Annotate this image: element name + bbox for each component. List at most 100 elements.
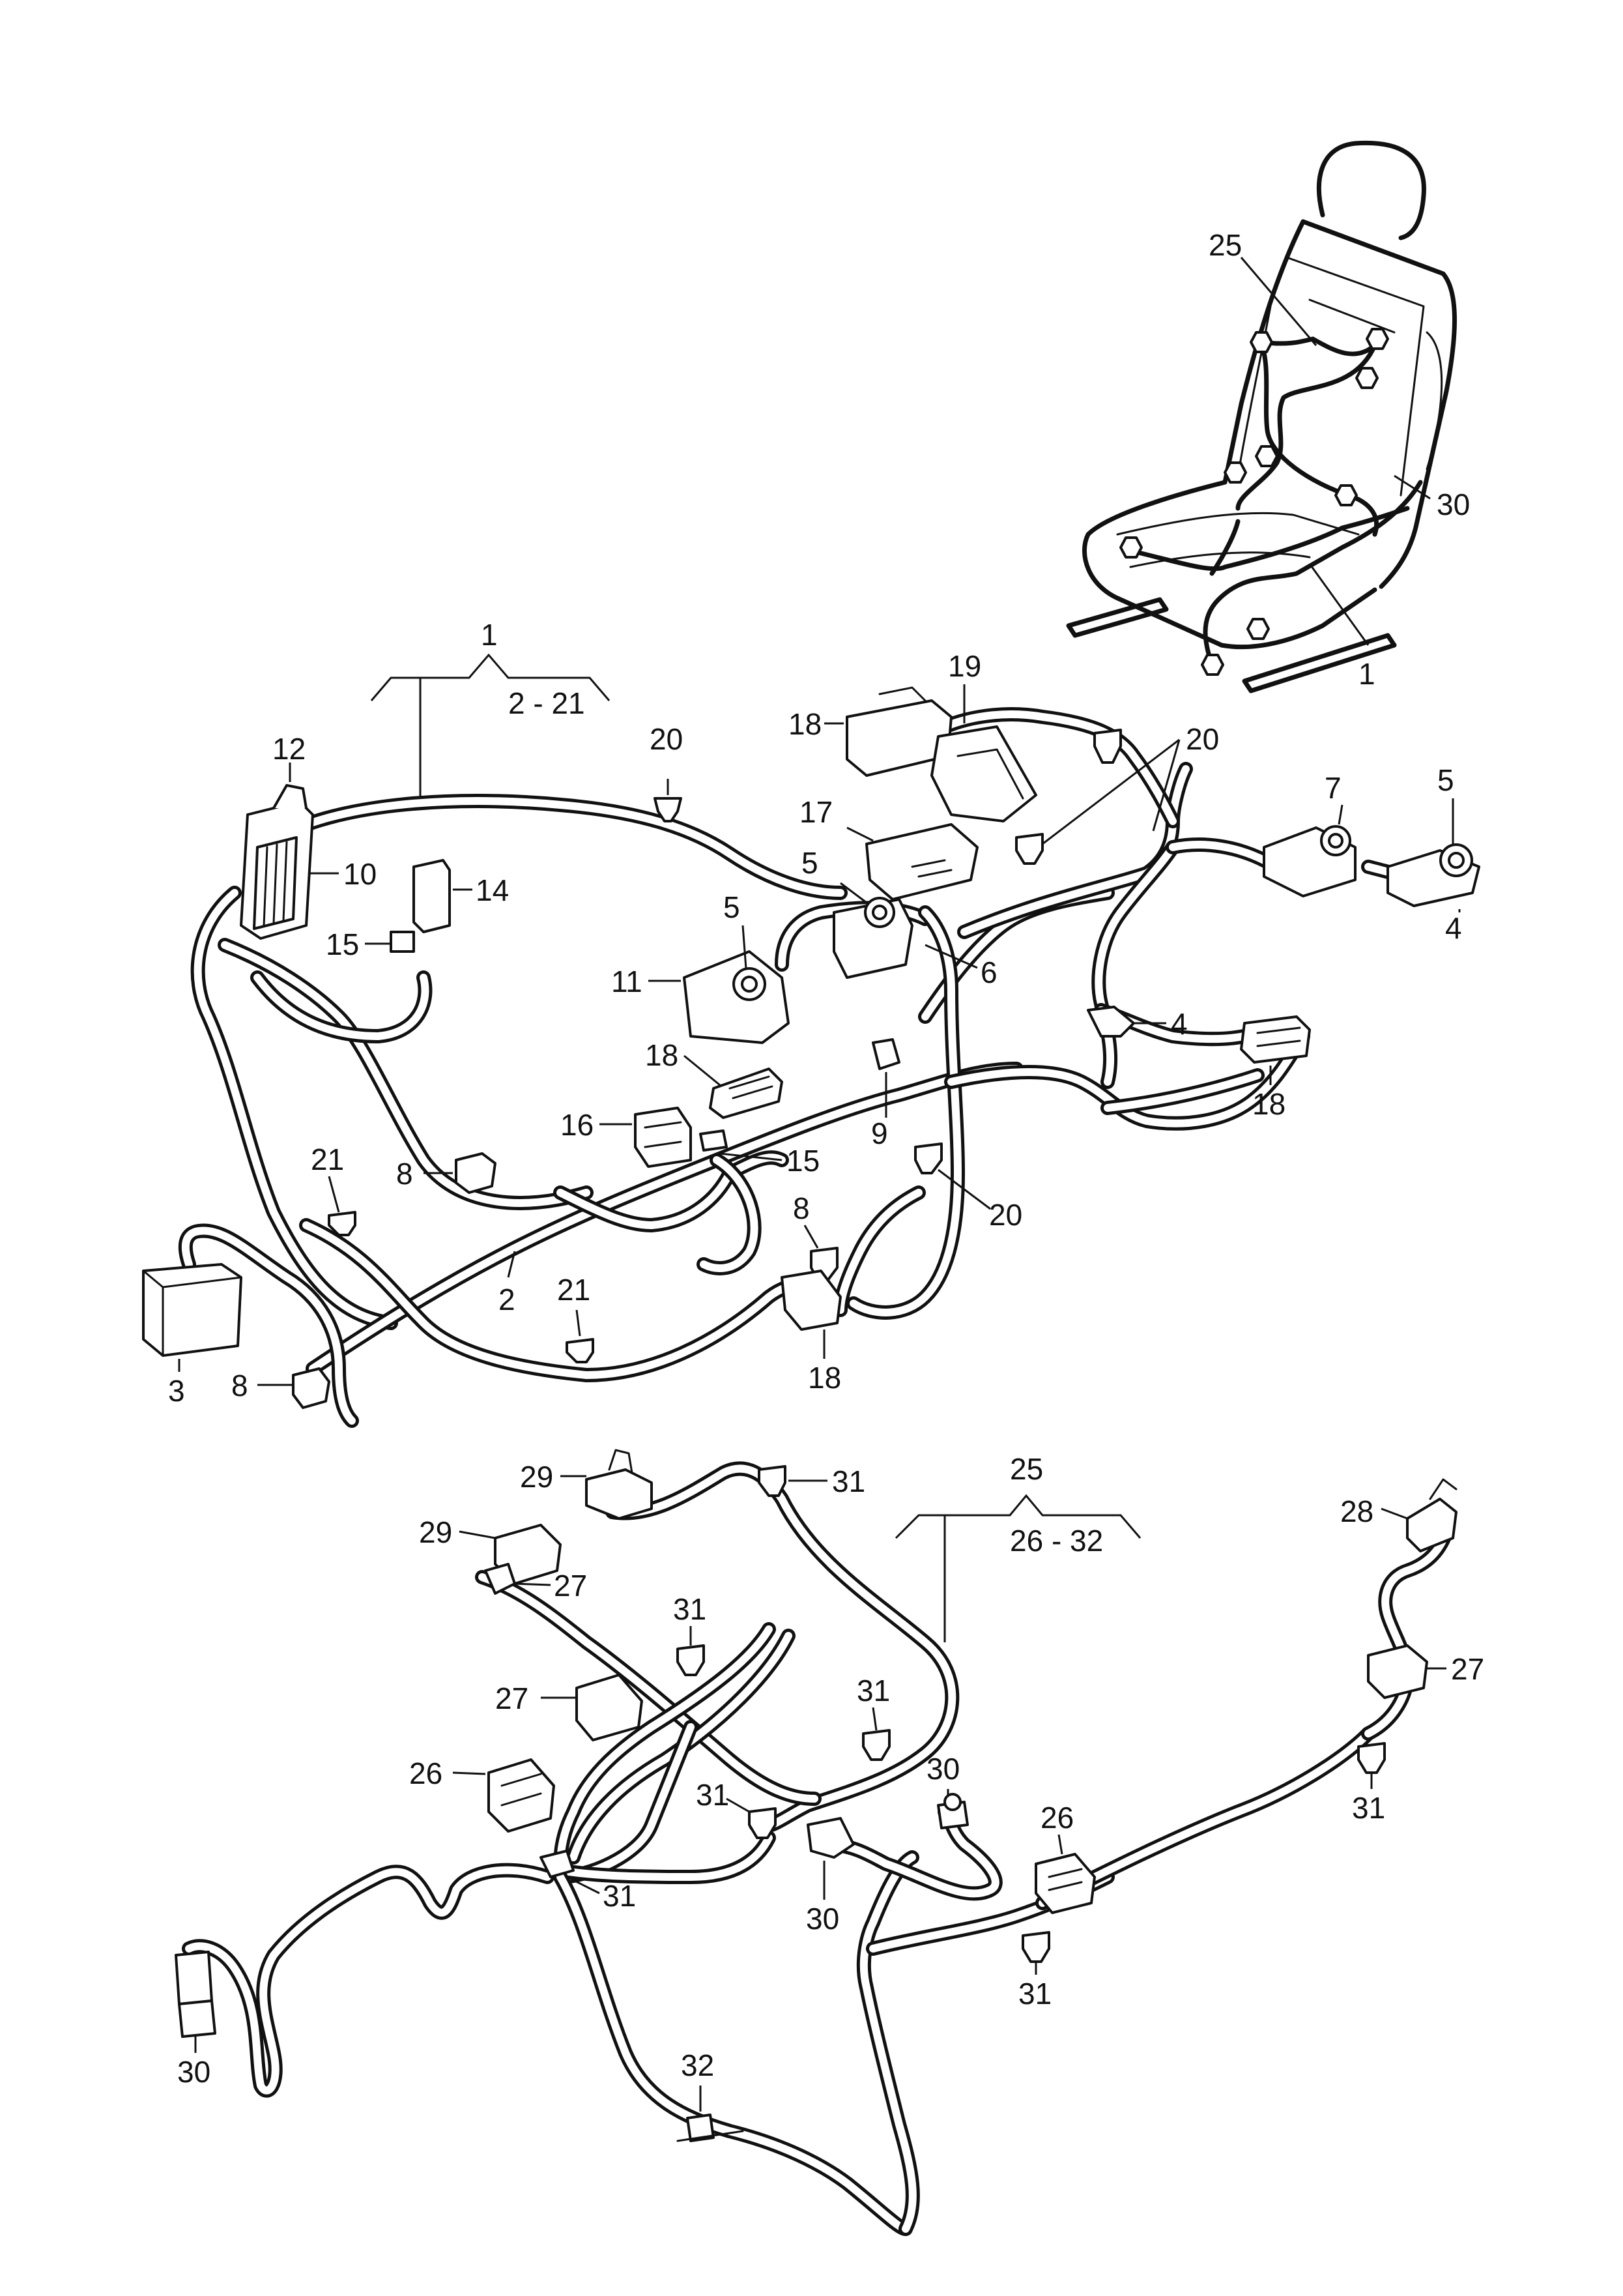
seat-connector-4 [1255,445,1278,467]
callout-19: 19 [948,649,981,683]
connector-18-bottom [781,1270,842,1331]
connector-30-left [175,1951,213,2005]
callout-31-far-right: 31 [1352,1791,1385,1825]
connector-28 [1406,1498,1458,1552]
callout-7: 7 [1325,771,1342,805]
callout-28: 28 [1340,1494,1373,1528]
callout-9: 9 [871,1116,888,1150]
callout-18-middle: 18 [645,1038,678,1072]
callout-4-middle: 4 [1171,1007,1188,1041]
callout-15-lower: 15 [786,1144,820,1178]
callout-32: 32 [681,2048,714,2082]
callout-29-left: 29 [419,1515,452,1549]
clip-27-right [1367,1644,1428,1699]
callout-31-center: 31 [696,1778,729,1812]
harness-25: 25 26 - 32 [175,1449,1484,2236]
clip-31-far-right [1357,1742,1386,1774]
callout-1-group: 1 [481,618,498,652]
seat-overview: 25 30 1 [1066,140,1470,693]
callout-21-bottom: 21 [557,1273,590,1307]
unit-17 [865,823,979,901]
callout-1-seat: 1 [1358,657,1375,691]
callout-26-left: 26 [409,1756,442,1790]
callout-31-bottom-right: 31 [1018,1977,1052,2011]
clip-8-left [455,1152,496,1194]
callout-31-right: 31 [857,1674,890,1707]
callout-5-left: 5 [723,890,740,924]
callout-6: 6 [981,955,998,989]
clip-21-bottom [566,1338,594,1363]
callout-20-right: 20 [1186,722,1219,756]
connector-15-upper [390,931,415,953]
callout-16: 16 [560,1108,594,1142]
clip-8-bottom [292,1367,330,1409]
callout-25-group: 25 [1010,1452,1043,1486]
callout-30-seat: 30 [1437,487,1470,521]
callout-1-range: 2 - 21 [508,686,585,720]
connector-14 [412,859,451,933]
connector-16 [634,1107,692,1168]
callout-8-left: 8 [396,1157,413,1191]
callout-18-right: 18 [1252,1087,1285,1121]
callout-10: 10 [343,857,377,891]
callout-27-middle: 27 [495,1681,528,1715]
clip-21-left [328,1211,356,1236]
callout-31-upper: 31 [673,1592,706,1626]
seat-connector-5 [1224,461,1247,484]
clip-31-bottom-right [1022,1931,1050,1963]
callout-14: 14 [476,873,509,907]
seat-connector-3 [1355,367,1379,389]
callout-12: 12 [272,732,306,766]
callout-30-left: 30 [177,2055,210,2089]
clip-20-center [914,1142,943,1174]
callout-4-right: 4 [1445,911,1462,945]
callout-25-range: 26 - 32 [1010,1524,1103,1558]
clip-9 [872,1038,900,1070]
callout-27-right: 27 [1451,1652,1484,1686]
callout-27-left: 27 [554,1569,587,1603]
module-19 [930,725,1037,822]
connector-11 [683,950,790,1044]
callout-20-top: 20 [650,722,683,756]
callout-17: 17 [799,795,833,829]
seat-connector-7 [1119,536,1143,559]
callout-2: 2 [498,1283,515,1316]
clip-20-top [654,797,682,822]
callout-20-center: 20 [989,1198,1022,1232]
clip-32 [686,2114,715,2142]
clip-20-right-b [1015,833,1044,865]
callout-5-center: 5 [801,846,818,880]
connector-26-right [1035,1853,1096,1914]
callout-31-tie: 31 [603,1879,636,1913]
connector-30-center [807,1817,855,1859]
seat-connector-2 [1366,328,1389,350]
callout-5-right: 5 [1437,763,1454,797]
clip-31-tie [539,1850,575,1878]
connector-27-middle [575,1674,643,1741]
seat-connector-6 [1334,484,1358,506]
callout-25-seat: 25 [1209,228,1242,262]
box-3 [142,1263,242,1357]
callout-11: 11 [611,965,642,998]
callout-30-right: 30 [926,1752,960,1786]
callout-8-bottom: 8 [231,1369,248,1402]
clip-4-middle [1087,1006,1135,1038]
connector-26-left [487,1758,555,1833]
connector-29-top [585,1468,653,1520]
callout-8-right: 8 [793,1191,810,1225]
callout-3: 3 [168,1374,185,1408]
seat-connector-9 [1201,654,1224,676]
connector-29-left [494,1524,562,1585]
callout-21-left: 21 [311,1142,344,1176]
clip-31-top [758,1465,786,1497]
callout-29-top: 29 [520,1460,553,1494]
seat-connector-1 [1250,331,1273,353]
clip-31-right [862,1729,891,1761]
clip-31-upper [676,1644,705,1676]
callout-18-top: 18 [788,707,822,741]
callout-26-right: 26 [1041,1801,1074,1835]
callout-30-center: 30 [806,1902,839,1936]
seat-connector-8 [1246,618,1270,640]
clip-31-center [748,1807,777,1839]
